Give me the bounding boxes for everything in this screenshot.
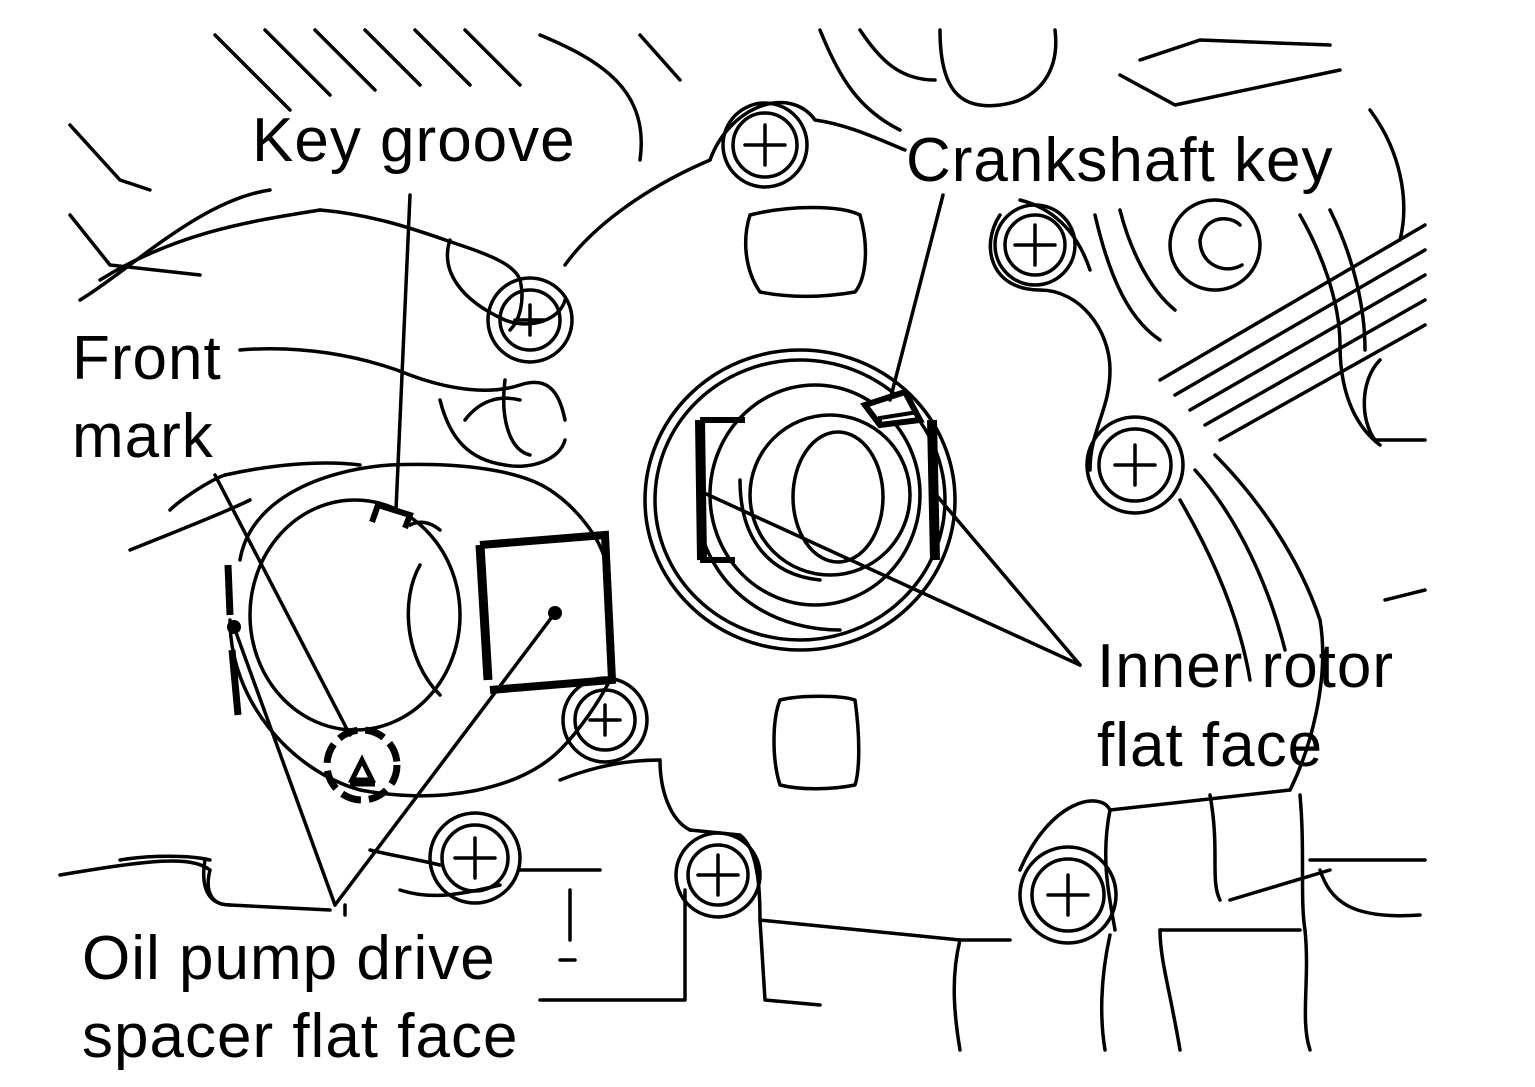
label-oil-pump-line2: spacer flat face	[82, 1002, 519, 1071]
leader-inner-rotor-right	[930, 488, 1082, 667]
leader-spacer-left	[232, 625, 337, 907]
bolt-upper-left	[486, 276, 574, 364]
bolt-right-middle	[1085, 415, 1185, 515]
bolt-upper-right	[993, 203, 1077, 287]
hatching-right	[1118, 38, 1427, 602]
label-oil-pump-line1: Oil pump drive	[82, 924, 496, 993]
hatching-top-left	[68, 28, 682, 277]
label-front-mark-line2: mark	[72, 402, 214, 471]
leader-crankshaft-key	[888, 193, 945, 402]
label-crankshaft-key: Crankshaft key	[906, 126, 1334, 195]
label-inner-rotor-line1: Inner rotor	[1097, 632, 1395, 701]
bolt-lower-center	[674, 831, 762, 919]
bolt-lower-left	[428, 811, 522, 905]
label-inner-rotor-line2: flat face	[1097, 711, 1324, 780]
hand-fingers	[78, 188, 567, 552]
leader-spacer-right	[333, 611, 557, 907]
label-key-groove: Key groove	[252, 106, 576, 175]
block-windows	[743, 205, 868, 791]
leader-key-groove	[394, 193, 412, 512]
bolt-lower-right	[1018, 845, 1118, 945]
crankshaft-inner-rotor	[643, 348, 957, 652]
bolt-center-left	[561, 676, 649, 764]
label-front-mark-line1: Front	[72, 324, 222, 393]
bolts	[428, 101, 1262, 945]
oil-pump-drive-spacer	[224, 462, 617, 804]
leader-lines	[213, 193, 1082, 917]
engine-block-outline	[58, 28, 1427, 1052]
bolt-top-center	[721, 101, 809, 189]
leader-inner-rotor-left	[700, 490, 1082, 667]
leader-front-mark	[213, 473, 352, 737]
